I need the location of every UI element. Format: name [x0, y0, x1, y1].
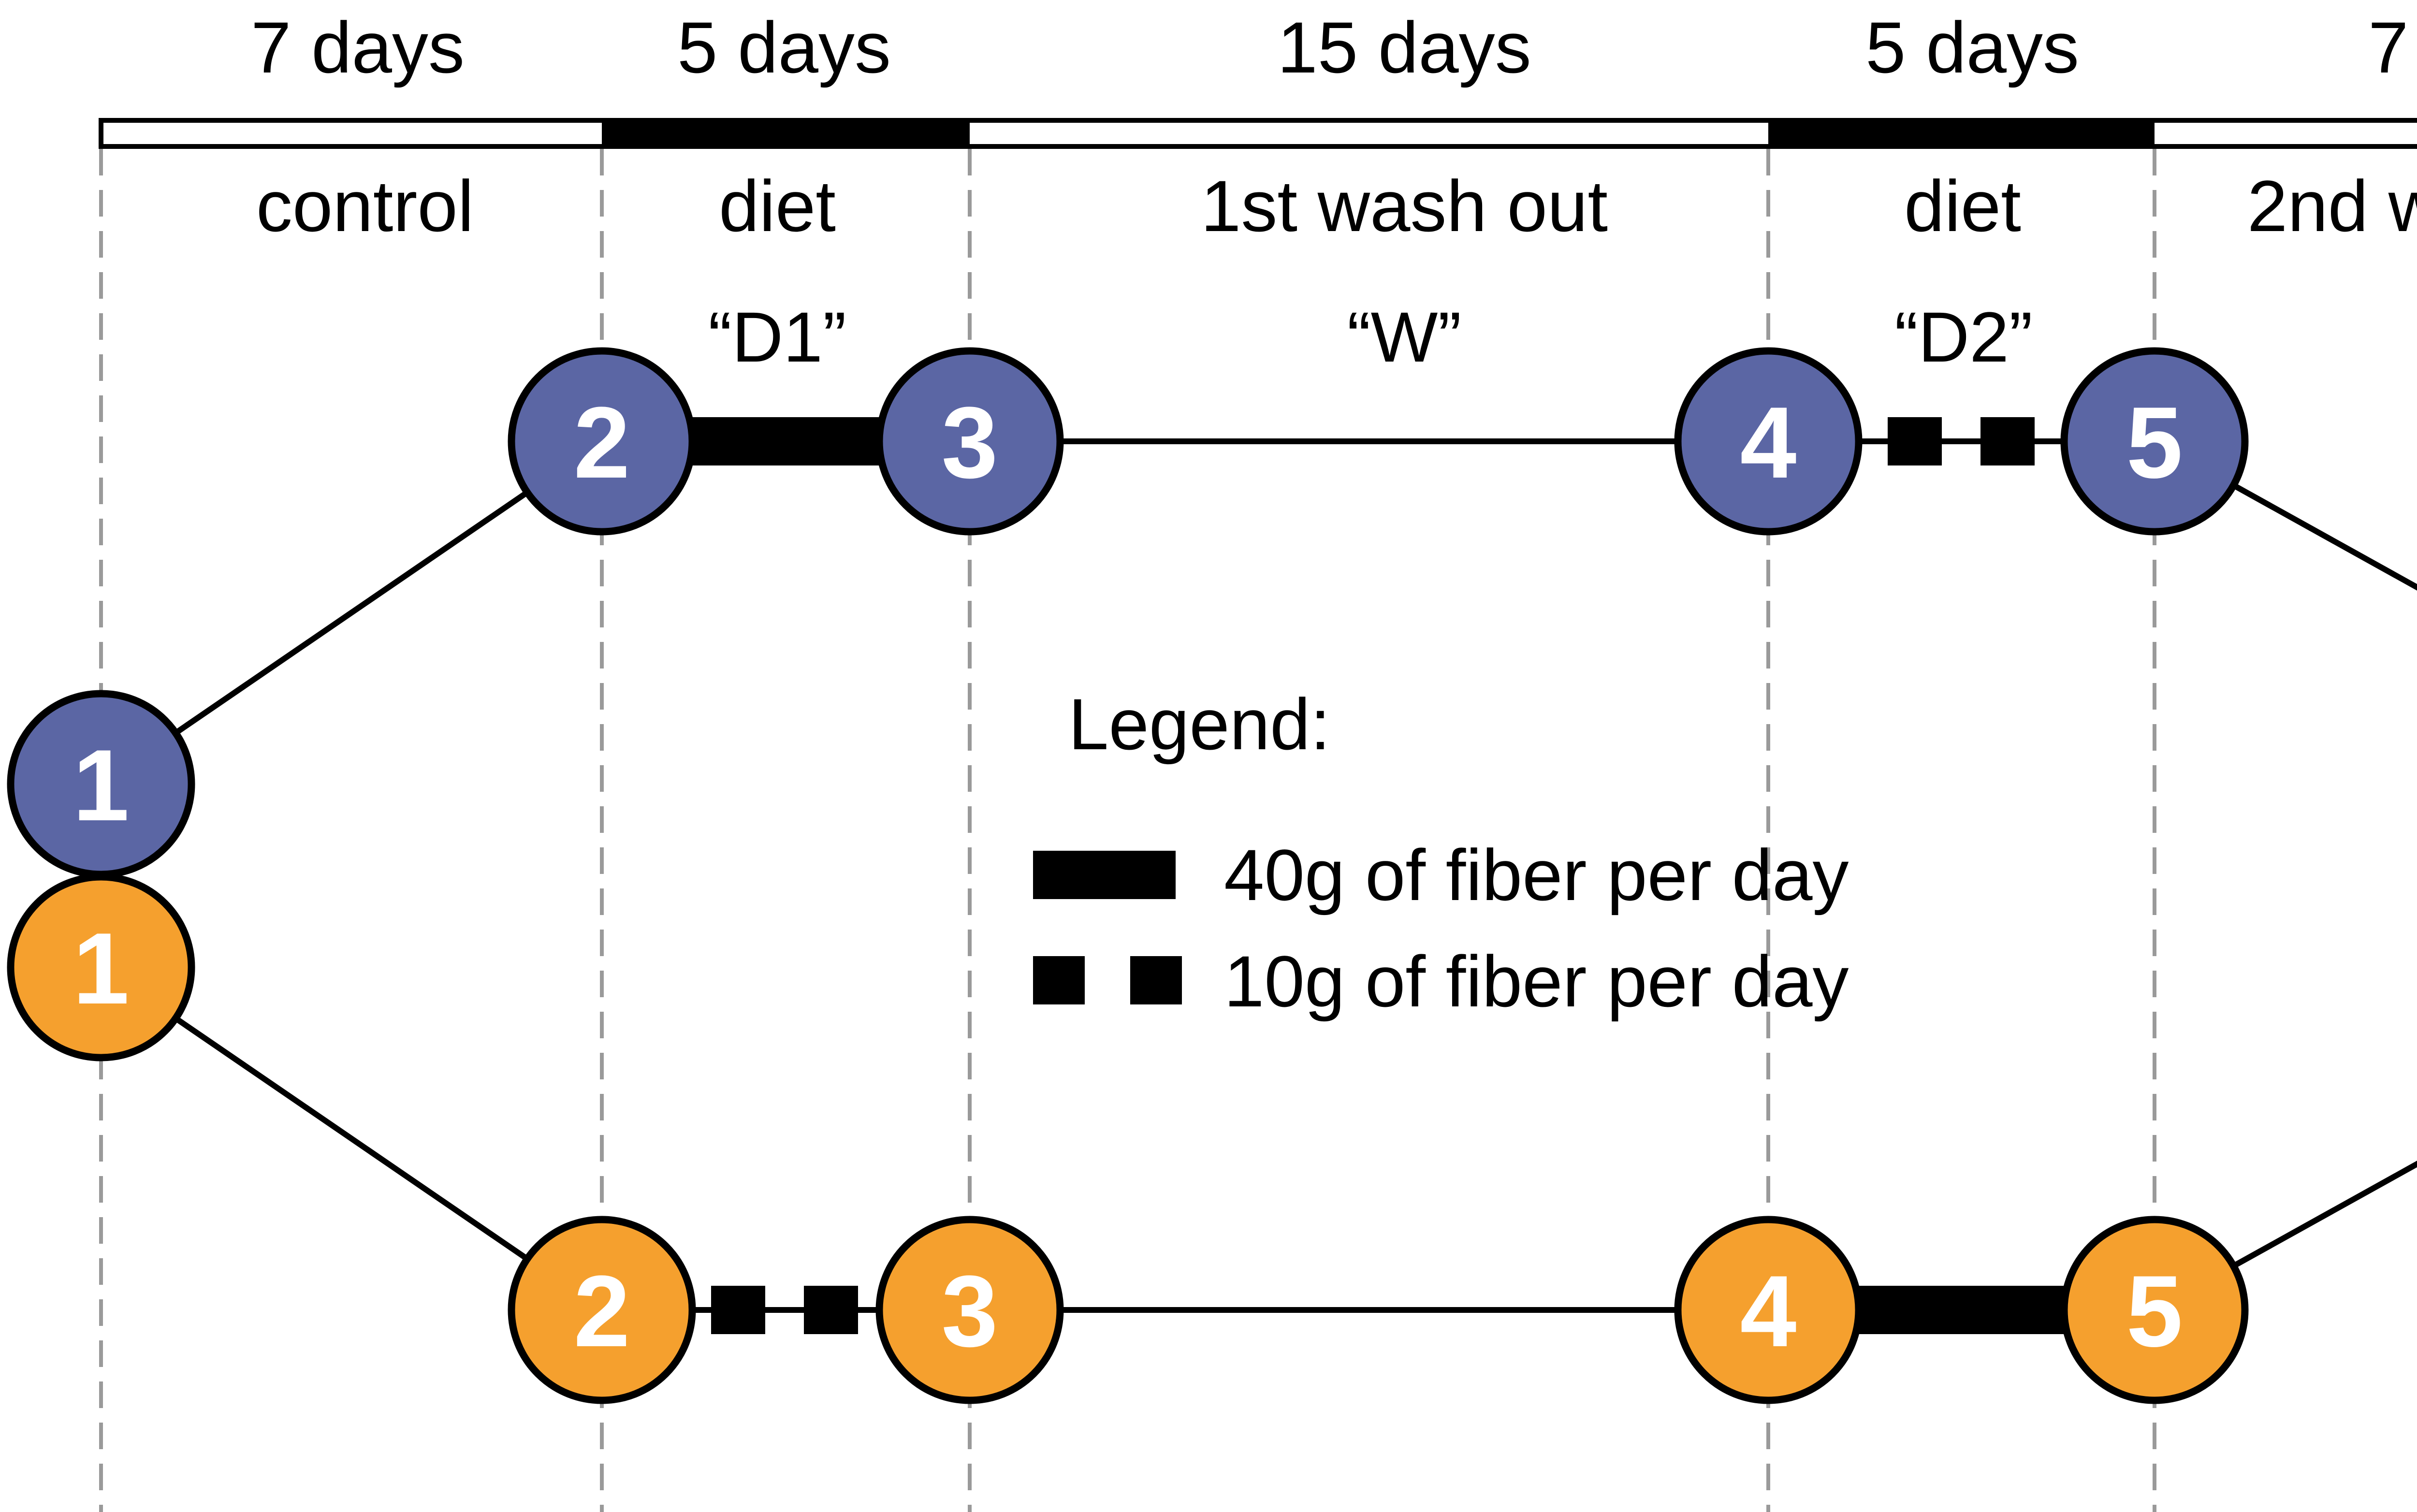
duration-label-washout1: 15 days [1277, 7, 1531, 88]
legend-title: Legend: [1068, 683, 1330, 765]
fiber-10g-dash2-blue-arm [1980, 417, 2035, 465]
visit-number-blue-5: 5 [2126, 386, 2183, 499]
blue-arm-visits: 1 2 3 4 5 6 [7, 347, 2249, 878]
legend-label-10g: 10g of fiber per day [1224, 941, 1849, 1022]
code-label-w: “W” [1347, 298, 1462, 377]
visit-circle-blue-2 [508, 347, 696, 536]
visit-number-orange-5: 5 [2126, 1254, 2183, 1368]
visit-circle-orange-2 [508, 1216, 696, 1404]
timeline-bar [99, 118, 2417, 149]
visit-circle-blue-3 [875, 347, 1064, 536]
phase-label-control: control [256, 165, 474, 247]
timeline-diet1-segment [602, 118, 970, 149]
visit-number-orange-4: 4 [1740, 1254, 1797, 1368]
legend-label-40g: 40g of fiber per day [1224, 834, 1849, 916]
period-code-labels: “D1” “W” “D2” [708, 298, 2033, 377]
legend: Legend: 40g of fiber per day 10g of fibe… [1033, 683, 1849, 1022]
phase-labels: control diet 1st wash out diet 2nd wash … [256, 165, 2417, 247]
duration-label-diet1: 5 days [677, 7, 891, 88]
visit-circle-orange-5 [2060, 1216, 2249, 1404]
fiber-10g-dash1-orange-arm [711, 1286, 765, 1334]
phase-label-washout1: 1st wash out [1201, 165, 1608, 247]
phase-label-diet1: diet [719, 165, 836, 247]
visit-circle-orange-4 [1674, 1216, 1863, 1404]
visit-number-orange-1: 1 [73, 912, 130, 1025]
visit-number-blue-1: 1 [73, 728, 130, 842]
visit-circle-blue-5 [2060, 347, 2249, 536]
connectors [99, 438, 2417, 1313]
fiber-10g-dash1-blue-arm [1888, 417, 1942, 465]
code-label-d2: “D2” [1894, 298, 2033, 377]
visit-circle-orange-1 [7, 873, 195, 1061]
code-label-d1: “D1” [708, 298, 846, 377]
phase-label-diet2: diet [1904, 165, 2021, 247]
visit-number-blue-4: 4 [1740, 386, 1797, 499]
visit-number-blue-3: 3 [942, 386, 998, 499]
visit-number-blue-2: 2 [574, 386, 630, 499]
timeline-diet2-segment [1768, 118, 2155, 149]
visit-number-orange-2: 2 [574, 1254, 630, 1368]
legend-dashed-bar-swatch-1 [1033, 956, 1085, 1004]
orange-arm-connector-path [99, 965, 2417, 1313]
orange-arm-visits: 1 2 3 4 5 6 [7, 873, 2249, 1404]
fiber-10g-dash2-orange-arm [804, 1286, 858, 1334]
phase-label-washout2: 2nd wash out [2247, 165, 2417, 247]
legend-dashed-bar-swatch-2 [1130, 956, 1182, 1004]
duration-label-washout2: 7 days [2368, 7, 2417, 88]
visit-circle-orange-3 [875, 1216, 1064, 1404]
blue-arm-connector-path [99, 438, 2417, 786]
legend-solid-bar-swatch [1033, 851, 1176, 899]
visit-number-orange-3: 3 [942, 1254, 998, 1368]
duration-label-control: 7 days [251, 7, 465, 88]
duration-label-diet2: 5 days [1865, 7, 2079, 88]
duration-labels: 7 days 5 days 15 days 5 days 7 days [251, 7, 2417, 88]
visit-circle-blue-4 [1674, 347, 1863, 536]
